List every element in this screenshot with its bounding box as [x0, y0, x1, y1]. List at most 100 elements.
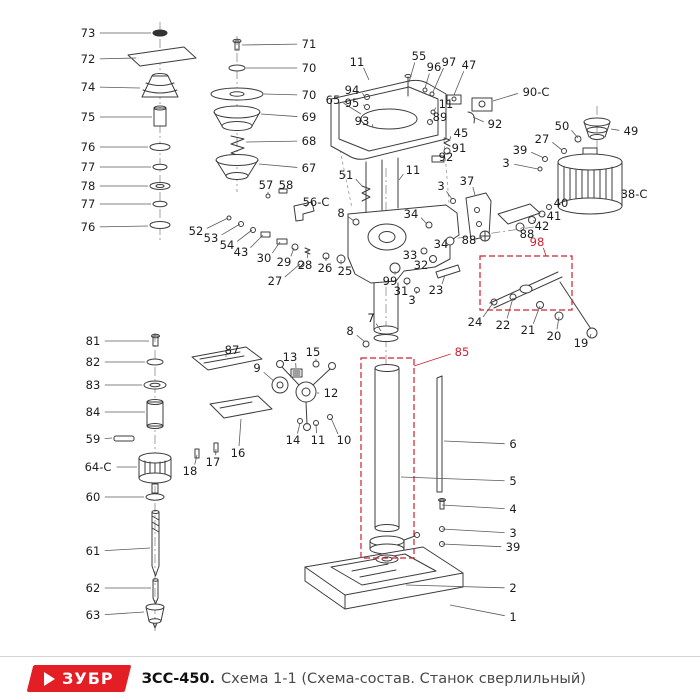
- part-label-95: 95: [345, 96, 360, 110]
- quill-and-rings: [362, 282, 399, 348]
- part-label-39: 39: [513, 143, 528, 157]
- part-label-3: 3: [509, 526, 516, 540]
- part-label-30: 30: [257, 251, 272, 265]
- leader-line-53: [221, 223, 241, 236]
- part-label-97: 97: [442, 55, 457, 69]
- part-label-19: 19: [574, 336, 589, 350]
- part-label-68: 68: [302, 134, 317, 148]
- part-label-9: 9: [253, 361, 260, 375]
- leader-line-9: [263, 371, 275, 382]
- small-hardware-row: [226, 188, 346, 268]
- leader-line-3: [514, 163, 539, 170]
- leader-line-54: [236, 229, 253, 242]
- part-label-93: 93: [355, 114, 370, 128]
- part-label-73: 73: [81, 26, 96, 40]
- part-label-94: 94: [345, 83, 360, 97]
- part-label-56-C: 56-C: [303, 195, 330, 209]
- leader-line-39: [441, 543, 502, 548]
- spindle-shaft-stack: [113, 333, 172, 629]
- part-label-34: 34: [434, 237, 449, 251]
- leader-line-23: [441, 274, 446, 285]
- part-label-17: 17: [206, 455, 221, 469]
- part-label-87: 87: [225, 343, 240, 357]
- leader-line-30: [272, 241, 281, 254]
- part-label-92: 92: [439, 150, 454, 164]
- part-label-63: 63: [86, 608, 101, 622]
- zubr-logo-inner: ЗУБР: [44, 669, 114, 688]
- part-label-41: 41: [547, 209, 562, 223]
- part-label-47: 47: [462, 58, 477, 72]
- spindle-pulley-stack: [210, 38, 264, 180]
- part-label-3: 3: [437, 179, 444, 193]
- feed-shaft-parts: [389, 230, 491, 293]
- rack-rod: [436, 375, 443, 493]
- base: [304, 546, 464, 610]
- leader-line-39: [531, 151, 545, 159]
- zubr-logo: ЗУБР: [26, 665, 131, 692]
- red-highlight-boxes: [360, 255, 573, 559]
- part-label-72: 72: [81, 52, 96, 66]
- part-label-91: 91: [452, 141, 467, 155]
- part-label-39: 39: [506, 540, 521, 554]
- part-label-2: 2: [509, 581, 516, 595]
- leader-line-14: [297, 422, 301, 434]
- part-label-84: 84: [86, 405, 101, 419]
- part-label-1: 1: [509, 610, 516, 624]
- leader-line-85: [413, 353, 451, 367]
- part-label-11: 11: [350, 55, 365, 69]
- part-label-65: 65: [326, 93, 341, 107]
- leader-line-3: [446, 191, 453, 200]
- part-label-40: 40: [554, 196, 569, 210]
- leader-line-93: [371, 124, 374, 128]
- part-label-98: 98: [530, 235, 545, 249]
- part-label-45: 45: [454, 126, 469, 140]
- part-label-57: 57: [259, 178, 274, 192]
- leader-line-98: [543, 247, 547, 257]
- leader-line-95: [363, 104, 365, 107]
- leader-line-10: [330, 417, 339, 435]
- part-label-90-C: 90-C: [523, 85, 550, 99]
- part-label-82: 82: [86, 355, 101, 369]
- part-label-5: 5: [509, 474, 516, 488]
- leader-line-92: [472, 116, 484, 123]
- part-label-70: 70: [302, 88, 317, 102]
- part-label-4: 4: [509, 502, 516, 516]
- leader-line-27: [552, 142, 563, 151]
- leader-line-55: [408, 62, 416, 83]
- part-label-26: 26: [318, 261, 333, 275]
- leader-line-45: [449, 136, 452, 140]
- leader-line-22: [506, 297, 514, 319]
- part-label-59: 59: [86, 432, 101, 446]
- part-label-6: 6: [509, 437, 516, 451]
- leader-line-67: [258, 163, 298, 168]
- part-label-11: 11: [439, 97, 454, 111]
- part-label-89: 89: [433, 110, 448, 124]
- part-label-88: 88: [520, 227, 535, 241]
- part-label-16: 16: [231, 446, 246, 460]
- column: [374, 364, 400, 532]
- leader-line-11: [433, 107, 437, 112]
- leader-line-29: [290, 247, 295, 257]
- leader-line-33: [421, 251, 423, 254]
- part-label-22: 22: [496, 318, 511, 332]
- leader-lines: [99, 32, 624, 617]
- part-label-53: 53: [204, 231, 219, 245]
- leader-line-8: [347, 216, 355, 222]
- head-casting: [347, 198, 460, 284]
- part-label-69: 69: [302, 110, 317, 124]
- leader-line-21: [532, 305, 541, 324]
- part-label-14: 14: [286, 433, 301, 447]
- part-label-18: 18: [183, 464, 198, 478]
- leader-line-49: [610, 128, 620, 131]
- schema-title: Схема 1-1 (Схема-состав. Станок сверлиль…: [221, 670, 586, 687]
- depth-stop-bracket: [465, 192, 492, 241]
- leader-line-20: [556, 316, 560, 330]
- leader-line-24: [482, 302, 494, 318]
- leader-line-61: [104, 547, 151, 552]
- leader-line-3: [441, 528, 505, 534]
- part-label-27: 27: [268, 274, 283, 288]
- leader-line-76: [99, 225, 149, 228]
